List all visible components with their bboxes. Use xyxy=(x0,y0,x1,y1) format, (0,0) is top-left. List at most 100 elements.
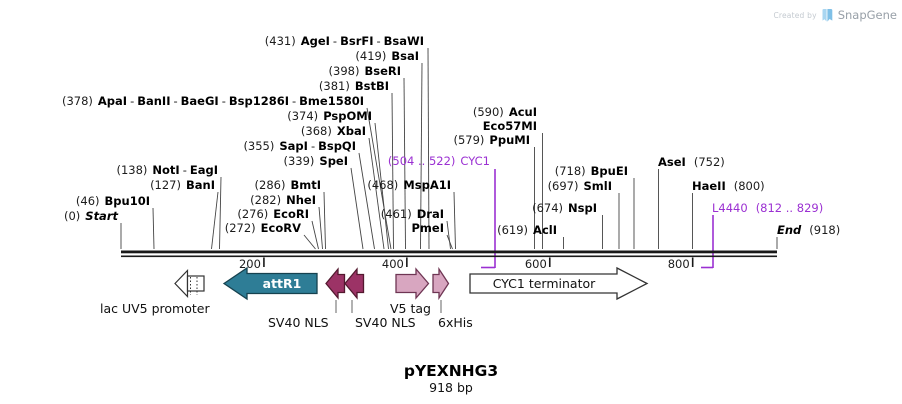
site-label-BseRI[interactable]: (398) BseRI xyxy=(329,65,401,78)
enzyme-name: BanII xyxy=(137,94,171,108)
site-label-ApaI-BanII-BaeGI-Bsp1286I-Bme1580I[interactable]: (378)ApaI-BanII-BaeGI-Bsp1286I-Bme1580I xyxy=(62,95,364,108)
enzyme-name: SapI xyxy=(279,139,308,153)
feature-label-sv40-nls[interactable]: SV40 NLS xyxy=(355,315,416,330)
site-label-NotI-EagI[interactable]: (138)NotI-EagI xyxy=(116,164,218,177)
enzyme-name: MspA1I xyxy=(403,178,451,192)
feature-arrow-6xhis[interactable] xyxy=(432,266,450,301)
separator: - xyxy=(173,94,178,108)
site-position: (368) xyxy=(300,124,332,138)
site-label-AclI[interactable]: (619)AclI xyxy=(497,224,557,237)
enzyme-name: NspI xyxy=(568,201,597,215)
leader-line-BmtI xyxy=(323,191,326,250)
site-label-DraI[interactable]: (461)DraI xyxy=(381,208,444,221)
site-label-PmeI[interactable]: PmeI xyxy=(412,222,445,235)
feature-arrow-cyc1-terminator[interactable] xyxy=(469,266,649,301)
site-label-CYC1[interactable]: (504 .. 522)CYC1 xyxy=(388,155,490,168)
site-label-SmlI[interactable]: (697) SmlI xyxy=(548,180,612,193)
enzyme-name: Bsp1286I xyxy=(228,94,289,108)
site-label-AseI[interactable]: AseI(752) xyxy=(658,156,725,169)
enzyme-name: ApaI xyxy=(97,94,128,108)
enzyme-name: Start xyxy=(85,209,118,223)
site-position: (381) xyxy=(318,79,350,93)
feature-label-sv40-nls[interactable]: SV40 NLS xyxy=(268,315,329,330)
site-label-BanI[interactable]: (127) BanI xyxy=(150,179,215,192)
site-position: (697) xyxy=(547,179,579,193)
site-position: (419) xyxy=(355,49,387,63)
leader-line-AgeI-BsrFI-BsaWI xyxy=(427,47,430,250)
created-by-text: Created by xyxy=(773,10,817,20)
enzyme-name: Eco57MI xyxy=(482,119,537,133)
site-label-SapI-BspQI[interactable]: (355)SapI-BspQI xyxy=(243,140,356,153)
leader-line-BseRI xyxy=(403,77,406,250)
axis-tick-label-400: 400 xyxy=(381,257,404,271)
brand-text: SnapGene xyxy=(837,8,897,22)
separator: - xyxy=(292,94,297,108)
snapgene-watermark: Created by SnapGene xyxy=(773,8,897,22)
promoter-arrowhead[interactable] xyxy=(174,269,189,298)
enzyme-name: AgeI xyxy=(300,34,330,48)
enzyme-name: BanI xyxy=(186,178,215,192)
enzyme-name: BseRI xyxy=(364,64,401,78)
site-label-NspI[interactable]: (674) NspI xyxy=(532,202,597,215)
logo-left-ribbon xyxy=(822,8,827,22)
enzyme-name: BsrFI xyxy=(340,34,374,48)
enzyme-name: EcoRV xyxy=(260,221,301,235)
site-label-BsaI[interactable]: (419) BsaI xyxy=(355,50,419,63)
leader-line-Bpu10I xyxy=(152,207,155,250)
site-position: (579) xyxy=(453,133,485,147)
enzyme-name: SmlI xyxy=(583,179,613,193)
site-label-End[interactable]: End(918) xyxy=(777,224,840,237)
enzyme-name: XbaI xyxy=(336,124,366,138)
leader-line-EcoRI xyxy=(311,220,319,250)
axis-tick-label-600: 600 xyxy=(524,257,547,271)
site-label-EcoRI[interactable]: (276)EcoRI xyxy=(237,208,309,221)
site-label-AgeI-BsrFI-BsaWI[interactable]: (431)AgeI-BsrFI-BsaWI xyxy=(265,35,424,48)
title-block: pYEXNHG3 918 bp xyxy=(0,362,902,395)
feature-label-6xhis[interactable]: 6xHis xyxy=(438,315,473,330)
site-label-BstBI[interactable]: (381)BstBI xyxy=(319,80,389,93)
site-label-NheI[interactable]: (282)NheI xyxy=(250,194,316,207)
feature-label-lac-uv5-promoter[interactable]: lac UV5 promoter xyxy=(100,301,210,316)
site-label-L4440[interactable]: L4440(812 .. 829) xyxy=(712,202,823,215)
site-label-Eco57MI[interactable]: Eco57MI xyxy=(483,120,537,133)
site-position: (127) xyxy=(150,178,181,192)
enzyme-name: BspQI xyxy=(318,139,356,153)
site-position: (398) xyxy=(328,64,360,78)
enzyme-name: AseI xyxy=(658,155,686,169)
site-position: (272) xyxy=(224,221,256,235)
site-label-XbaI[interactable]: (368) XbaI xyxy=(301,125,366,138)
site-label-PpuMI[interactable]: (579)PpuMI xyxy=(453,134,530,147)
site-label-Start[interactable]: (0)Start xyxy=(64,210,118,223)
site-label-HaeII[interactable]: HaeII(800) xyxy=(692,180,765,193)
site-position: (504 .. 522) xyxy=(387,154,456,168)
site-position: (282) xyxy=(250,193,282,207)
site-position: (918) xyxy=(809,223,841,237)
site-label-SpeI[interactable]: (339)SpeI xyxy=(283,155,348,168)
enzyme-name: Bpu10I xyxy=(104,194,150,208)
site-position: (674) xyxy=(532,201,564,215)
feature-arrow-sv40-nls[interactable] xyxy=(325,267,346,300)
site-position: (461) xyxy=(380,207,412,221)
promoter-body[interactable] xyxy=(186,275,205,292)
site-label-BpuEI[interactable]: (718)BpuEI xyxy=(555,165,628,178)
site-label-AcuI[interactable]: (590)AcuI xyxy=(473,106,537,119)
site-label-BmtI[interactable]: (286)BmtI xyxy=(255,179,321,192)
axis-tick-label-800: 800 xyxy=(667,257,690,271)
site-label-EcoRV[interactable]: (272) EcoRV xyxy=(225,222,301,235)
feature-arrow-sv40-nls[interactable] xyxy=(344,267,365,300)
enzyme-name: BsaI xyxy=(391,49,419,63)
site-label-PspOMI[interactable]: (374)PspOMI xyxy=(287,110,372,123)
separator: - xyxy=(221,94,226,108)
feature-inside-label-cyc1-terminator: CYC1 terminator xyxy=(492,276,596,291)
feature-arrow-v5-tag[interactable] xyxy=(395,267,430,300)
axis-tick-label-200: 200 xyxy=(238,257,261,271)
leader-line-XbaI xyxy=(368,137,385,250)
site-label-Bpu10I[interactable]: (46)Bpu10I xyxy=(76,195,150,208)
site-position: (138) xyxy=(116,163,148,177)
enzyme-name: PmeI xyxy=(411,221,445,235)
feature-label-v5-tag[interactable]: V5 tag xyxy=(390,301,431,316)
separator: - xyxy=(310,139,316,153)
feature-arrow-attr1[interactable] xyxy=(222,266,318,301)
snapgene-logo-icon xyxy=(822,8,833,22)
site-label-MspA1I[interactable]: (468)MspA1I xyxy=(367,179,451,192)
